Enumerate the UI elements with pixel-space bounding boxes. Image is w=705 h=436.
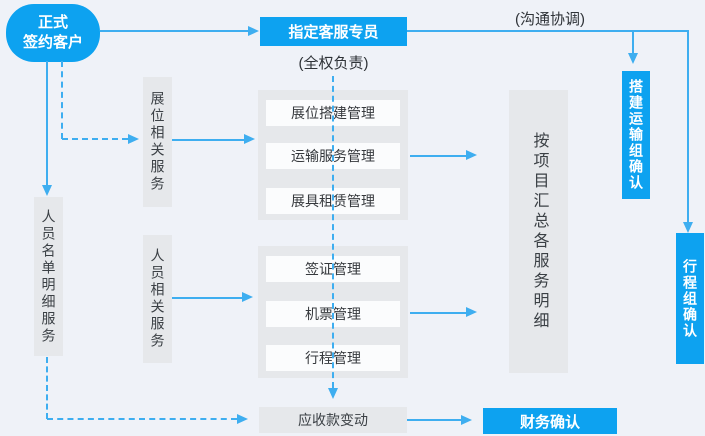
arrowhead-build-transport-confirm	[628, 53, 638, 64]
arrow-personnel-to-group2	[172, 297, 242, 299]
line-agent-to-right	[407, 30, 689, 32]
node-booth-services-label: 展位相关服务	[149, 91, 166, 193]
node-project-summary: 按项目汇总各服务明细	[509, 90, 568, 373]
arrow-client-to-agent	[100, 30, 248, 32]
node-project-summary-label: 按项目汇总各服务明细	[530, 131, 548, 332]
node-signed-client: 正式 签约客户	[6, 4, 100, 62]
arrowhead-summary-top	[466, 150, 477, 160]
node-signed-client-line1: 正式	[37, 14, 68, 31]
arrowhead-personnel-list	[42, 185, 52, 196]
arrowhead-group1	[244, 134, 255, 144]
node-build-transport-confirm: 搭建运输组确认	[622, 71, 650, 199]
dash-to-booth-services	[62, 138, 128, 140]
line-down-to-build-transport-confirm	[632, 31, 634, 53]
arrowhead-itinerary-confirm	[683, 222, 693, 233]
arrowhead-summary-bottom	[466, 307, 477, 317]
dash-to-receivables	[47, 418, 237, 420]
node-finance-confirm: 财务确认	[483, 408, 617, 434]
node-agent-box: 指定客服专员	[260, 17, 407, 46]
dash-client-down	[61, 61, 63, 139]
label-full-responsibility: (全权负责)	[298, 55, 369, 72]
node-personnel-services-label: 人员相关服务	[149, 248, 166, 350]
node-personnel-list-services-label: 人员名单明细服务	[40, 208, 57, 345]
node-itinerary-confirm: 行程组确认	[676, 233, 704, 364]
arrowhead-receivables-left	[237, 414, 248, 424]
node-itinerary-confirm-label: 行程组确认	[682, 258, 698, 339]
node-personnel-list-services: 人员名单明细服务	[34, 197, 63, 356]
line-client-down	[46, 61, 48, 185]
node-receivables-change: 应收款变动	[259, 407, 407, 433]
arrow-group1-to-summary	[410, 155, 466, 157]
node-signed-client-line2: 签约客户	[22, 34, 83, 51]
node-booth-services: 展位相关服务	[143, 77, 172, 207]
arrowhead-group2	[242, 292, 253, 302]
label-communication: (沟通协调)	[515, 11, 585, 28]
dash-personnel-list-down	[46, 357, 48, 419]
dash-agent-to-receivables	[332, 76, 334, 388]
node-personnel-services: 人员相关服务	[143, 235, 172, 363]
arrow-booth-to-group1	[172, 139, 244, 141]
arrow-group2-to-summary	[410, 312, 466, 314]
arrowhead-finance	[461, 415, 472, 425]
arrow-receivables-to-finance	[407, 419, 461, 421]
arrowhead-booth-services	[128, 134, 139, 144]
arrowhead-receivables-top	[328, 388, 338, 399]
arrowhead-client-to-agent	[248, 26, 259, 36]
node-build-transport-confirm-label: 搭建运输组确认	[628, 79, 644, 191]
line-down-to-itinerary-confirm	[687, 31, 689, 222]
